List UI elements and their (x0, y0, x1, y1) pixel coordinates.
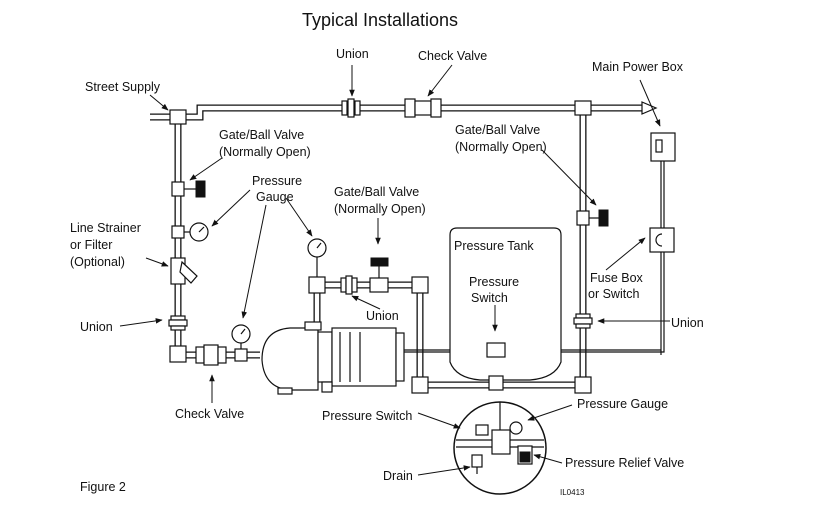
label-gate-valve-left-1: Gate/Ball Valve (219, 128, 304, 142)
supply-direction-arrow (641, 101, 658, 115)
line-strainer (170, 257, 198, 285)
label-pressure-gauge-2: Gauge (256, 190, 294, 204)
label-gate-valve-center-1: Gate/Ball Valve (334, 185, 419, 199)
label-union-left: Union (80, 320, 113, 334)
label-gate-valve-left-2: (Normally Open) (219, 145, 311, 159)
label-gate-valve-right-2: (Normally Open) (455, 140, 547, 154)
label-pressure-relief-valve: Pressure Relief Valve (565, 456, 684, 470)
label-pressure-tank: Pressure Tank (454, 239, 534, 253)
pump (261, 321, 405, 395)
tank-elbow (411, 276, 429, 294)
pressure-tank (449, 227, 562, 391)
label-fuse-box-1: Fuse Box (590, 271, 644, 285)
label-line-strainer-2: or Filter (70, 238, 112, 252)
bottom-pressure-gauge (231, 324, 251, 362)
center-gate-valve (369, 257, 389, 293)
left-elbow (169, 345, 187, 363)
bottom-check-valve (195, 344, 227, 366)
top-union (341, 98, 361, 118)
detail-inset (453, 401, 547, 495)
right-union (573, 313, 593, 329)
label-drain: Drain (383, 469, 413, 483)
left-tee (169, 109, 187, 125)
tank-bottom-elbow (411, 376, 429, 394)
label-union-top: Union (336, 47, 369, 61)
top-check-valve (404, 98, 442, 118)
label-pressure-switch-bottom: Pressure Switch (322, 409, 412, 423)
label-line-strainer-3: (Optional) (70, 255, 125, 269)
left-union (168, 315, 188, 331)
label-fuse-box-2: or Switch (588, 287, 639, 301)
label-pressure-switch-tank-1: Pressure (469, 275, 519, 289)
leader-arrows (119, 64, 670, 476)
label-pressure-switch-tank-2: Switch (471, 291, 508, 305)
figure-label: Figure 2 (80, 480, 126, 494)
label-street-supply: Street Supply (85, 80, 161, 94)
label-check-valve-top: Check Valve (418, 49, 487, 63)
left-pressure-gauge (171, 222, 209, 242)
label-line-strainer-1: Line Strainer (70, 221, 141, 235)
discharge-elbow (308, 276, 326, 294)
label-gate-valve-right-1: Gate/Ball Valve (455, 123, 540, 137)
left-gate-valve (171, 180, 206, 198)
label-pressure-gauge-1: Pressure (252, 174, 302, 188)
main-power-box (650, 132, 676, 162)
figure-code: IL0413 (560, 488, 585, 497)
right-tee (574, 100, 592, 116)
center-pressure-gauge (307, 238, 327, 277)
label-gate-valve-center-2: (Normally Open) (334, 202, 426, 216)
label-union-center: Union (366, 309, 399, 323)
fuse-box (649, 227, 675, 253)
right-elbow (574, 376, 592, 394)
diagram-title: Typical Installations (302, 10, 458, 30)
label-union-right: Union (671, 316, 704, 330)
label-main-power-box: Main Power Box (592, 60, 684, 74)
label-pressure-gauge-bottom: Pressure Gauge (577, 397, 668, 411)
right-gate-valve (576, 209, 609, 227)
label-check-valve-bottom: Check Valve (175, 407, 244, 421)
center-union (340, 275, 358, 295)
